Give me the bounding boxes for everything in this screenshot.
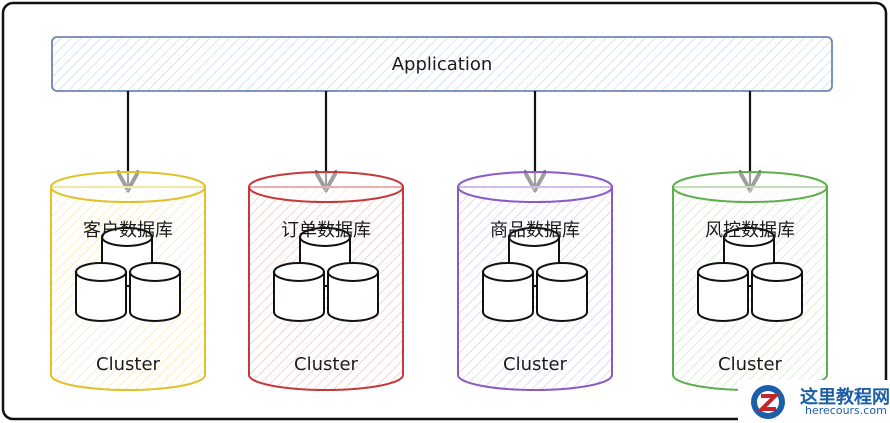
watermark-logo-icon bbox=[751, 385, 785, 419]
cluster-icon bbox=[697, 227, 803, 322]
arrows-group bbox=[128, 91, 750, 188]
database-cylinder-3 bbox=[457, 171, 613, 391]
cluster-icon bbox=[482, 227, 588, 322]
database-title-2: 订单数据库 bbox=[281, 220, 371, 241]
cylinder-top bbox=[50, 171, 206, 203]
application-label: Application bbox=[391, 54, 493, 75]
database-title-4: 风控数据库 bbox=[705, 220, 795, 241]
cluster-label-2: Cluster bbox=[294, 354, 358, 375]
watermark-url: herecours.com bbox=[805, 404, 887, 417]
cylinder-body bbox=[457, 186, 613, 391]
cluster-icon bbox=[75, 227, 181, 322]
databases-group bbox=[50, 171, 828, 391]
database-cylinder-2 bbox=[248, 171, 404, 391]
database-title-1: 客户数据库 bbox=[83, 220, 173, 241]
watermark-text: 这里教程网 bbox=[800, 387, 890, 408]
cluster-label-4: Cluster bbox=[718, 354, 782, 375]
cluster-label-3: Cluster bbox=[503, 354, 567, 375]
cylinder-body bbox=[248, 186, 404, 391]
cluster-label-1: Cluster bbox=[96, 354, 160, 375]
cluster-icon bbox=[273, 227, 379, 322]
database-cylinder-4 bbox=[672, 171, 828, 391]
cylinder-top bbox=[248, 171, 404, 203]
cylinder-body bbox=[50, 186, 206, 391]
database-cylinder-1 bbox=[50, 171, 206, 391]
database-title-3: 商品数据库 bbox=[490, 220, 580, 241]
watermark-background bbox=[738, 380, 890, 423]
cylinder-top bbox=[672, 171, 828, 203]
cylinder-top bbox=[457, 171, 613, 203]
application-bar bbox=[51, 36, 833, 92]
